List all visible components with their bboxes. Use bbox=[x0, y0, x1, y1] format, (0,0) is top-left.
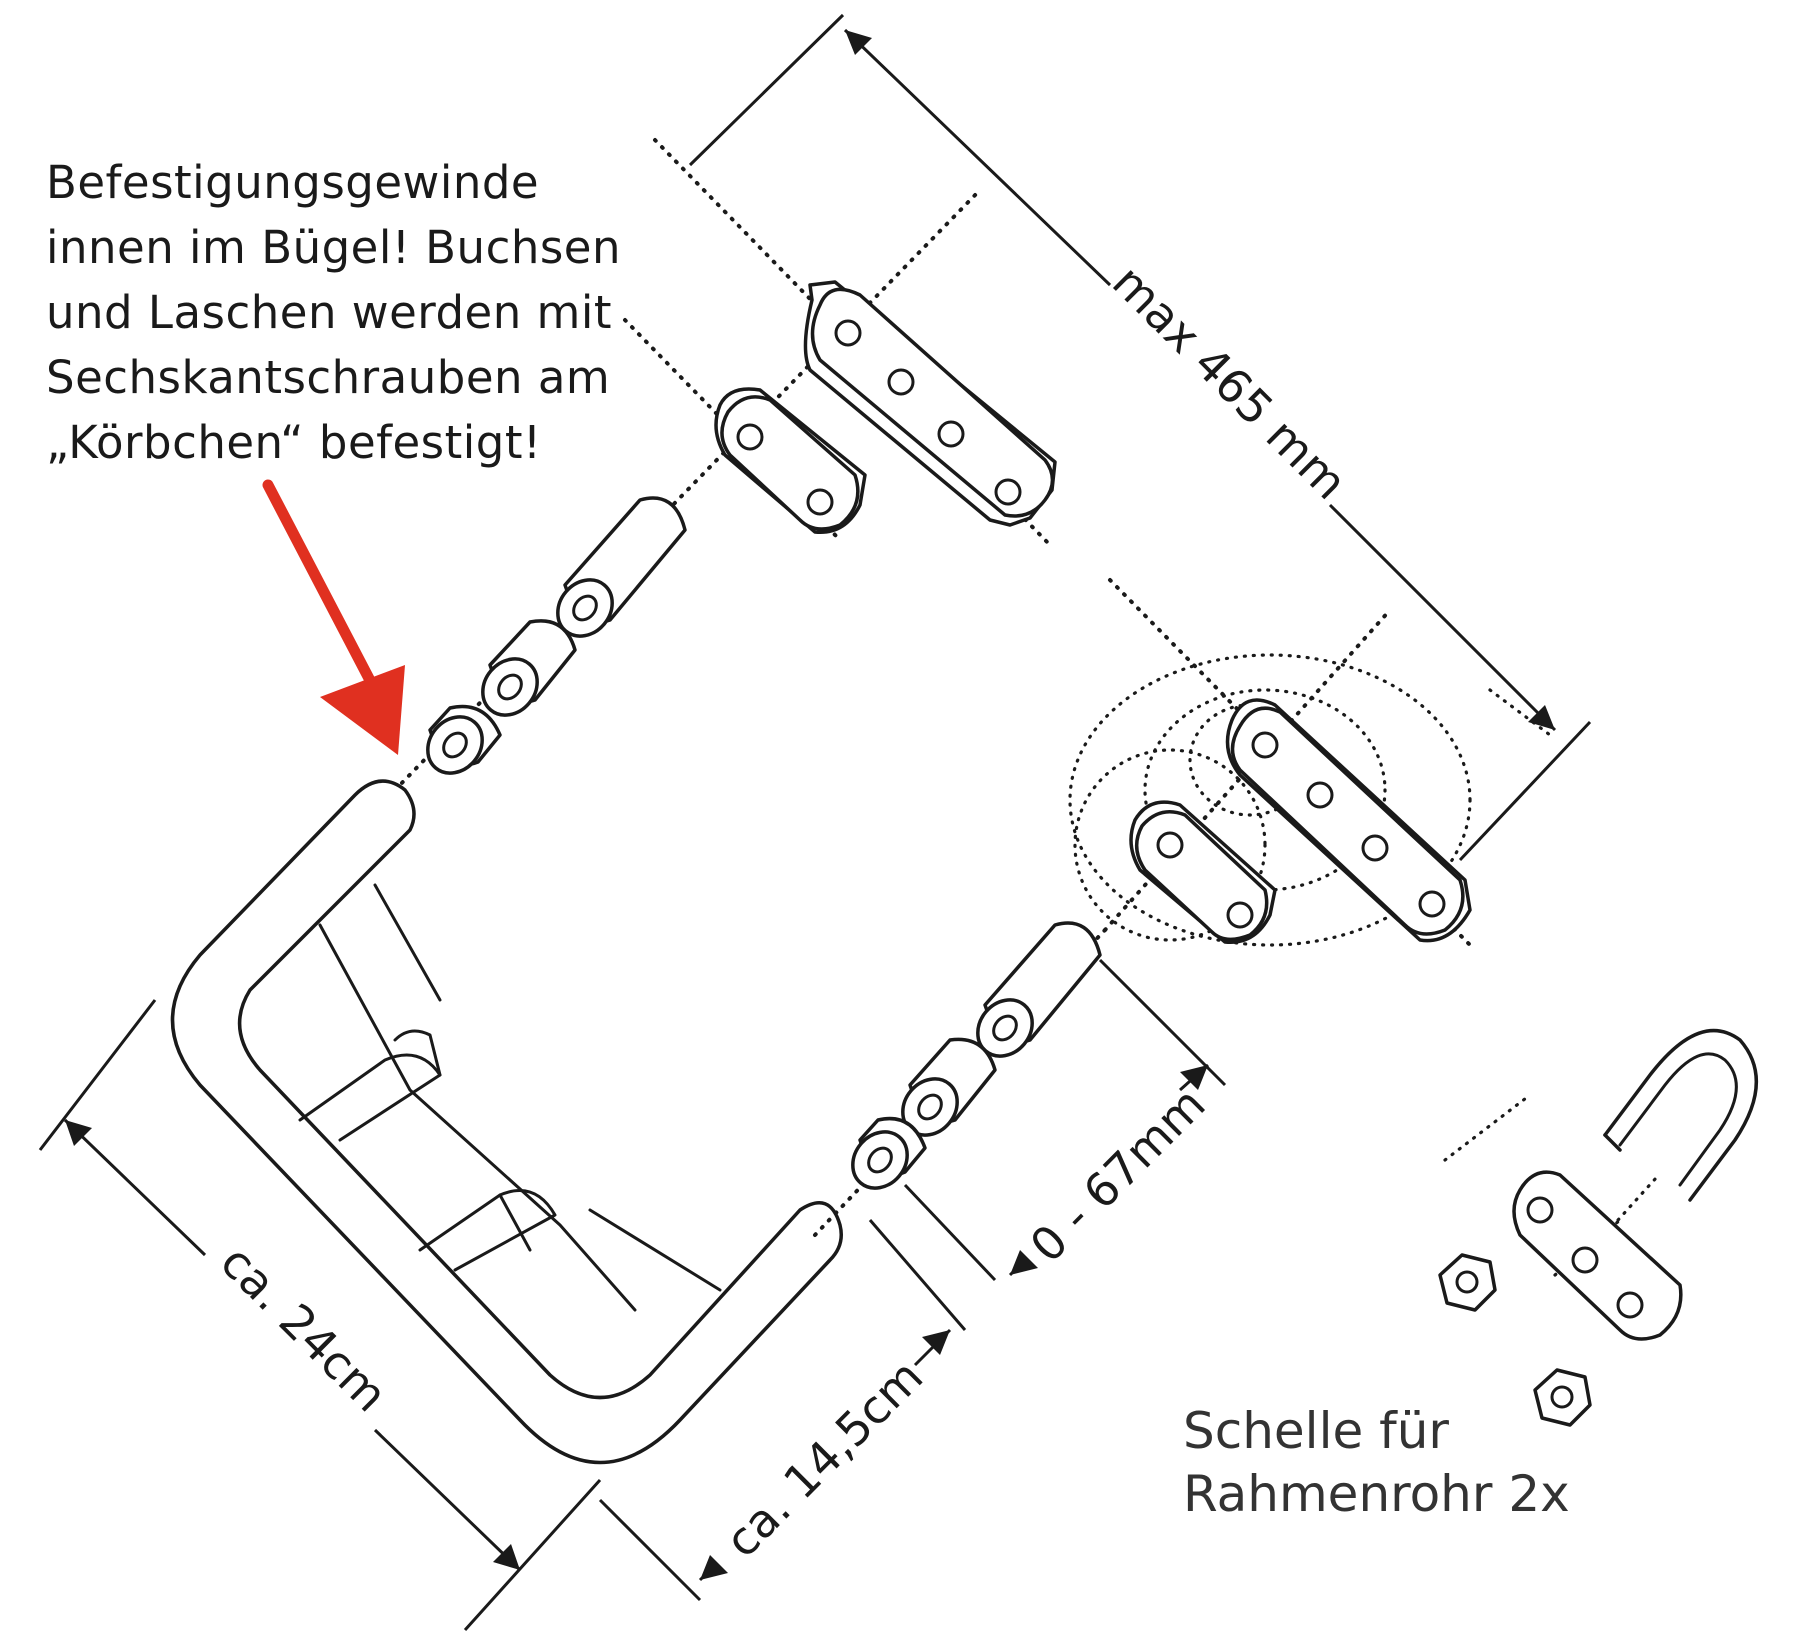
mounting-note: Befestigungsgewinde innen im Bügel! Buch… bbox=[46, 156, 621, 469]
lower-long-bracket bbox=[1225, 698, 1472, 943]
dimension-adjust-label: 0 - 67mm bbox=[1020, 1077, 1216, 1273]
lower-axis-lines bbox=[813, 578, 1742, 1277]
red-pointer-arrow bbox=[262, 479, 405, 755]
basket-frame bbox=[170, 779, 843, 1465]
dimension-width: ca. 24cm bbox=[38, 999, 602, 1632]
upper-bushing-short bbox=[426, 704, 502, 775]
dimension-max-length: max 465 mm bbox=[688, 13, 1592, 862]
upper-bushing-medium bbox=[481, 619, 577, 717]
upper-bushing-long bbox=[556, 496, 687, 638]
upper-long-bracket bbox=[803, 280, 1057, 527]
upper-short-bracket bbox=[714, 387, 867, 534]
dimension-max-length-label: max 465 mm bbox=[1102, 255, 1357, 510]
u-clamp bbox=[1438, 1028, 1759, 1427]
lower-bushing-long bbox=[976, 921, 1102, 1058]
lower-short-bracket bbox=[1129, 800, 1277, 944]
lower-bushing-medium bbox=[901, 1037, 997, 1137]
clamp-caption: Schelle für Rahmenrohr 2x bbox=[1183, 1402, 1570, 1523]
dimension-depth-label: ca. 14,5cm bbox=[715, 1349, 934, 1568]
lower-bushing-short bbox=[851, 1116, 927, 1190]
